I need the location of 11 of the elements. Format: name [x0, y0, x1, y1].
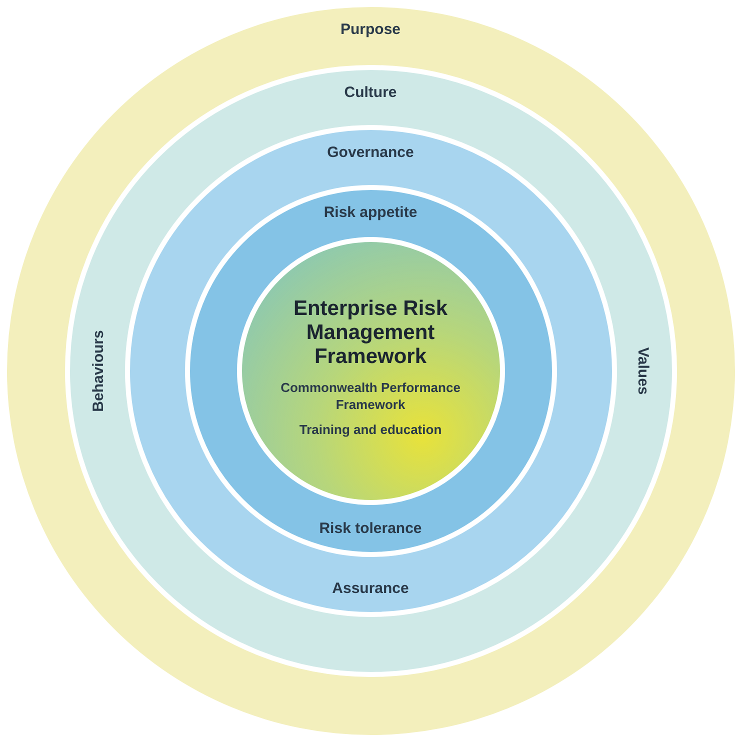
ring-label: Culture [344, 84, 397, 102]
ring-label: Assurance [332, 580, 409, 598]
center-item: Commonwealth Performance Framework [280, 378, 460, 412]
center-title: Enterprise Risk Management Framework [292, 296, 449, 368]
ring-label: Risk tolerance [319, 520, 422, 538]
ring-label: Purpose [340, 21, 400, 39]
ring-label: Behaviours [90, 330, 108, 412]
ring-label: Risk appetite [324, 204, 418, 222]
ring-label: Values [634, 347, 652, 395]
ring-label: Governance [327, 144, 414, 162]
center-item: Training and education [298, 420, 443, 438]
